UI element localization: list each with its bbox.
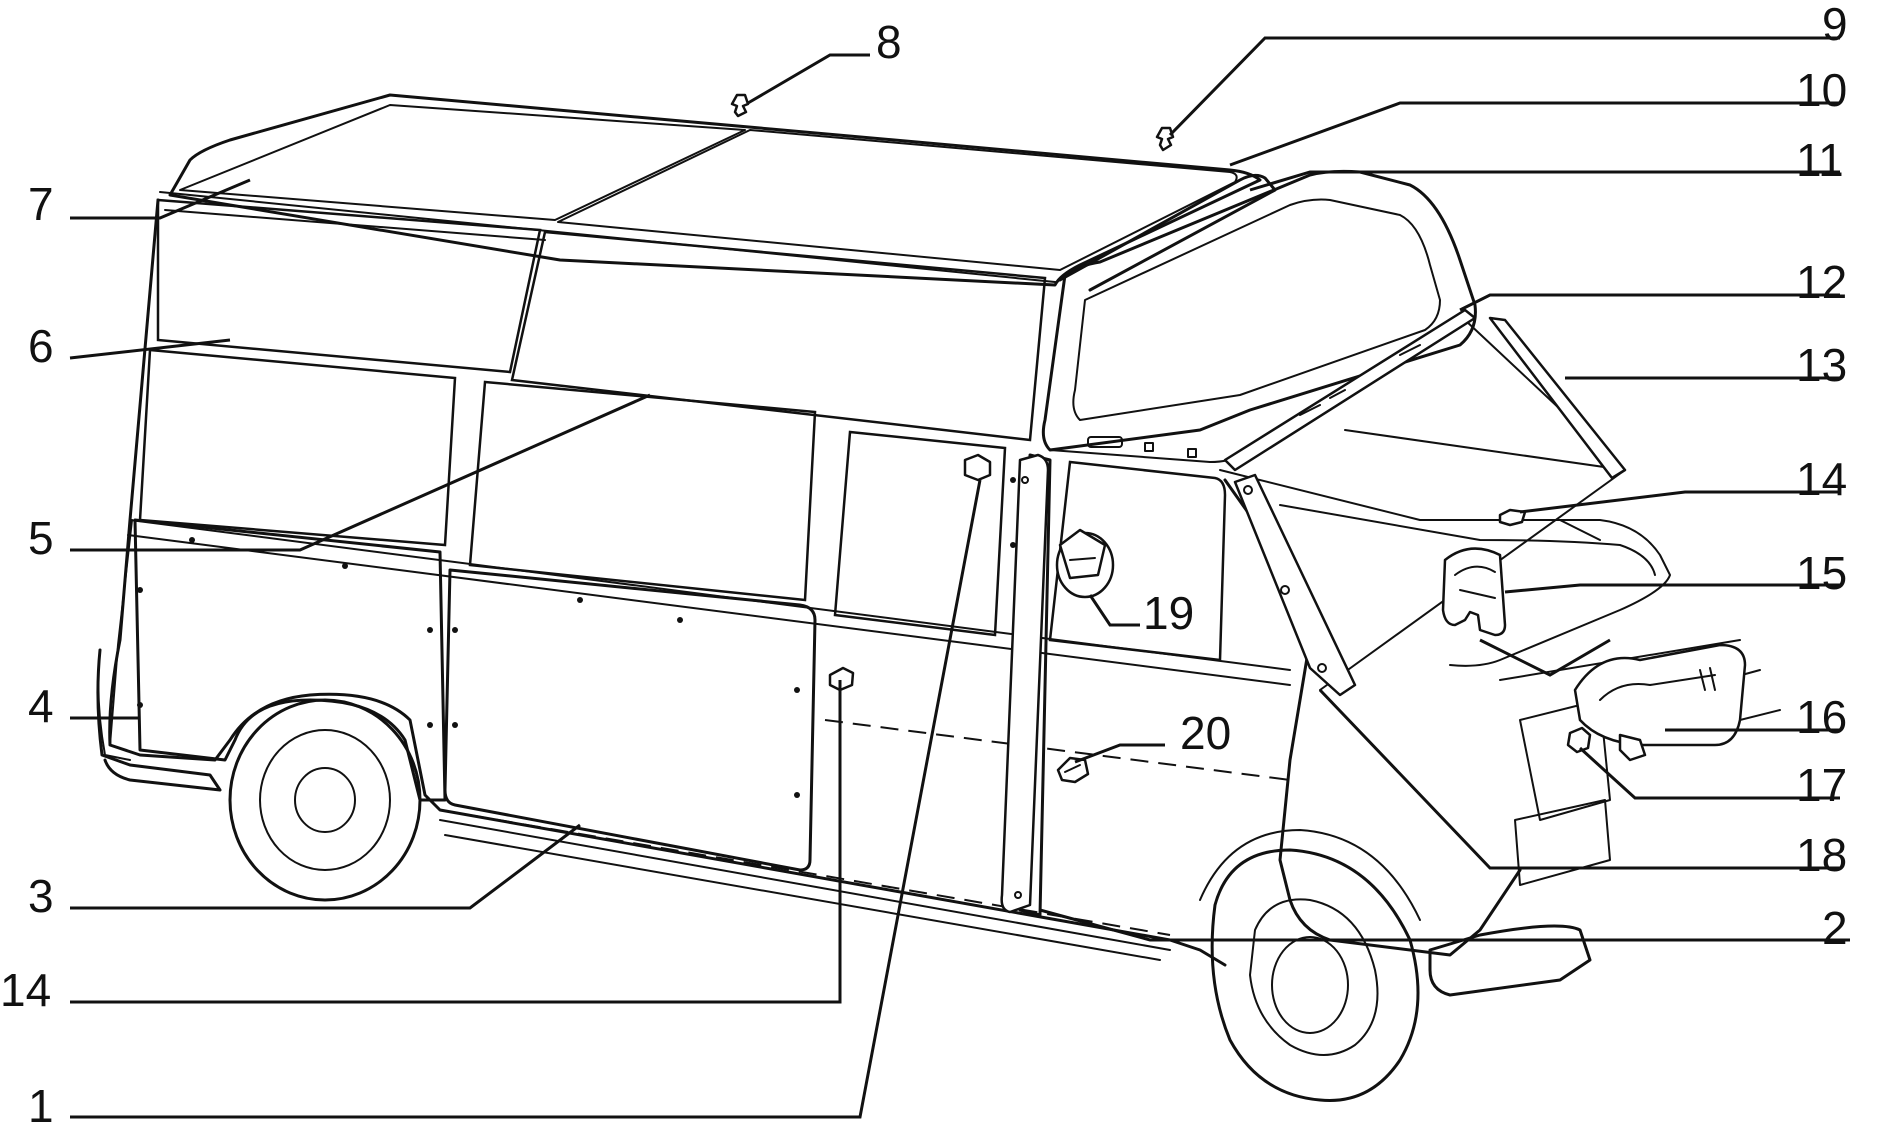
headlight [1514,799,1611,886]
leader-10 [1229,101,1840,167]
leader-18 [1318,688,1840,870]
screw-20 [1056,756,1090,784]
callout-19: 19 [1143,587,1194,639]
leader-15 [1504,583,1840,594]
roof-panel-rear [179,104,746,221]
leader-14a [1519,490,1840,514]
clip-14-side [828,666,855,692]
leader-5 [70,393,651,552]
leader-8 [747,53,870,105]
lower-trim [439,809,1171,936]
callout-5: 5 [28,512,54,564]
callout-17: 17 [1796,759,1847,811]
flap-19 [1055,528,1115,599]
callout-16: 16 [1796,691,1847,743]
leader-9 [1168,36,1840,137]
callout-7: 7 [28,178,54,230]
b-pillar-trim [1000,453,1050,914]
roof-clip-9 [1155,126,1175,152]
leader-3 [70,823,581,910]
roof-outline [168,93,1262,287]
high-roof-cab-inner [1072,198,1441,421]
nut-17 [1566,726,1592,754]
callout-12: 12 [1796,256,1847,308]
side-window-door [833,430,1007,637]
side-molding [824,719,1291,781]
leader-7 [70,178,251,220]
roof-clip-8 [730,93,750,118]
callout-11: 11 [1796,134,1844,186]
trim-clips [1299,344,1421,416]
callout-1: 1 [28,1080,54,1122]
hood-inner [1279,504,1656,576]
rear-wheel [228,698,422,902]
side-window-rear [138,348,457,547]
leader-19 [1088,594,1140,627]
belt-guide-15 [1441,547,1507,637]
roof-side-strip [159,191,1056,283]
cab-hole-2 [1187,448,1197,458]
panel-rivets [137,477,1016,798]
van-body [96,93,1781,1102]
wiper-line [1344,429,1626,471]
callout-15: 15 [1796,547,1847,599]
leader-2 [1039,908,1850,942]
cab-hole-1 [1144,442,1154,452]
leader-1 [70,479,982,1119]
callout-6: 6 [28,320,54,372]
callout-13: 13 [1796,339,1847,391]
leader-11 [1249,170,1840,192]
leader-15b [1479,638,1611,677]
beltline [127,519,1291,686]
high-roof-cab [1041,169,1477,452]
a-pillar-trim-right [1488,316,1627,480]
rocker-line [439,819,1171,961]
windscreen-top-trim [1223,308,1477,472]
callout-18: 18 [1796,829,1847,881]
side-upper-window [510,230,1047,442]
clip-14-upper [1498,508,1527,527]
sliding-door-panel [443,568,817,872]
rear-upper-window [156,198,542,374]
side-window-middle [468,380,817,602]
callout-10: 10 [1796,64,1847,116]
callout-4: 4 [28,680,54,732]
a-pillar-trim-left [1233,473,1357,697]
handle-16 [1573,643,1747,762]
callout-20: 20 [1180,707,1231,759]
callout-14b: 14 [0,964,51,1016]
parts [137,93,1747,914]
leader-6 [69,338,231,360]
leader-14b [70,680,842,1004]
roof-seal-strip [1058,173,1277,292]
callout-14a: 14 [1796,453,1847,505]
grommet-1 [963,453,992,482]
cab-slot [1087,436,1123,448]
callout-2: 2 [1822,902,1848,954]
callout-3: 3 [28,870,54,922]
callout-8: 8 [876,16,902,68]
leader-17 [1578,746,1840,800]
grille-area [1519,699,1611,821]
rear-bumper [96,648,222,792]
cab-door-window [1048,460,1227,662]
front-wheel-arch [1199,829,1421,921]
leader-20 [1074,743,1165,764]
leader-12 [1459,293,1840,312]
front-wheel [1210,848,1420,1102]
callout-9: 9 [1822,0,1848,50]
leader-lines [69,36,1850,1119]
front-bumper [1428,924,1592,997]
